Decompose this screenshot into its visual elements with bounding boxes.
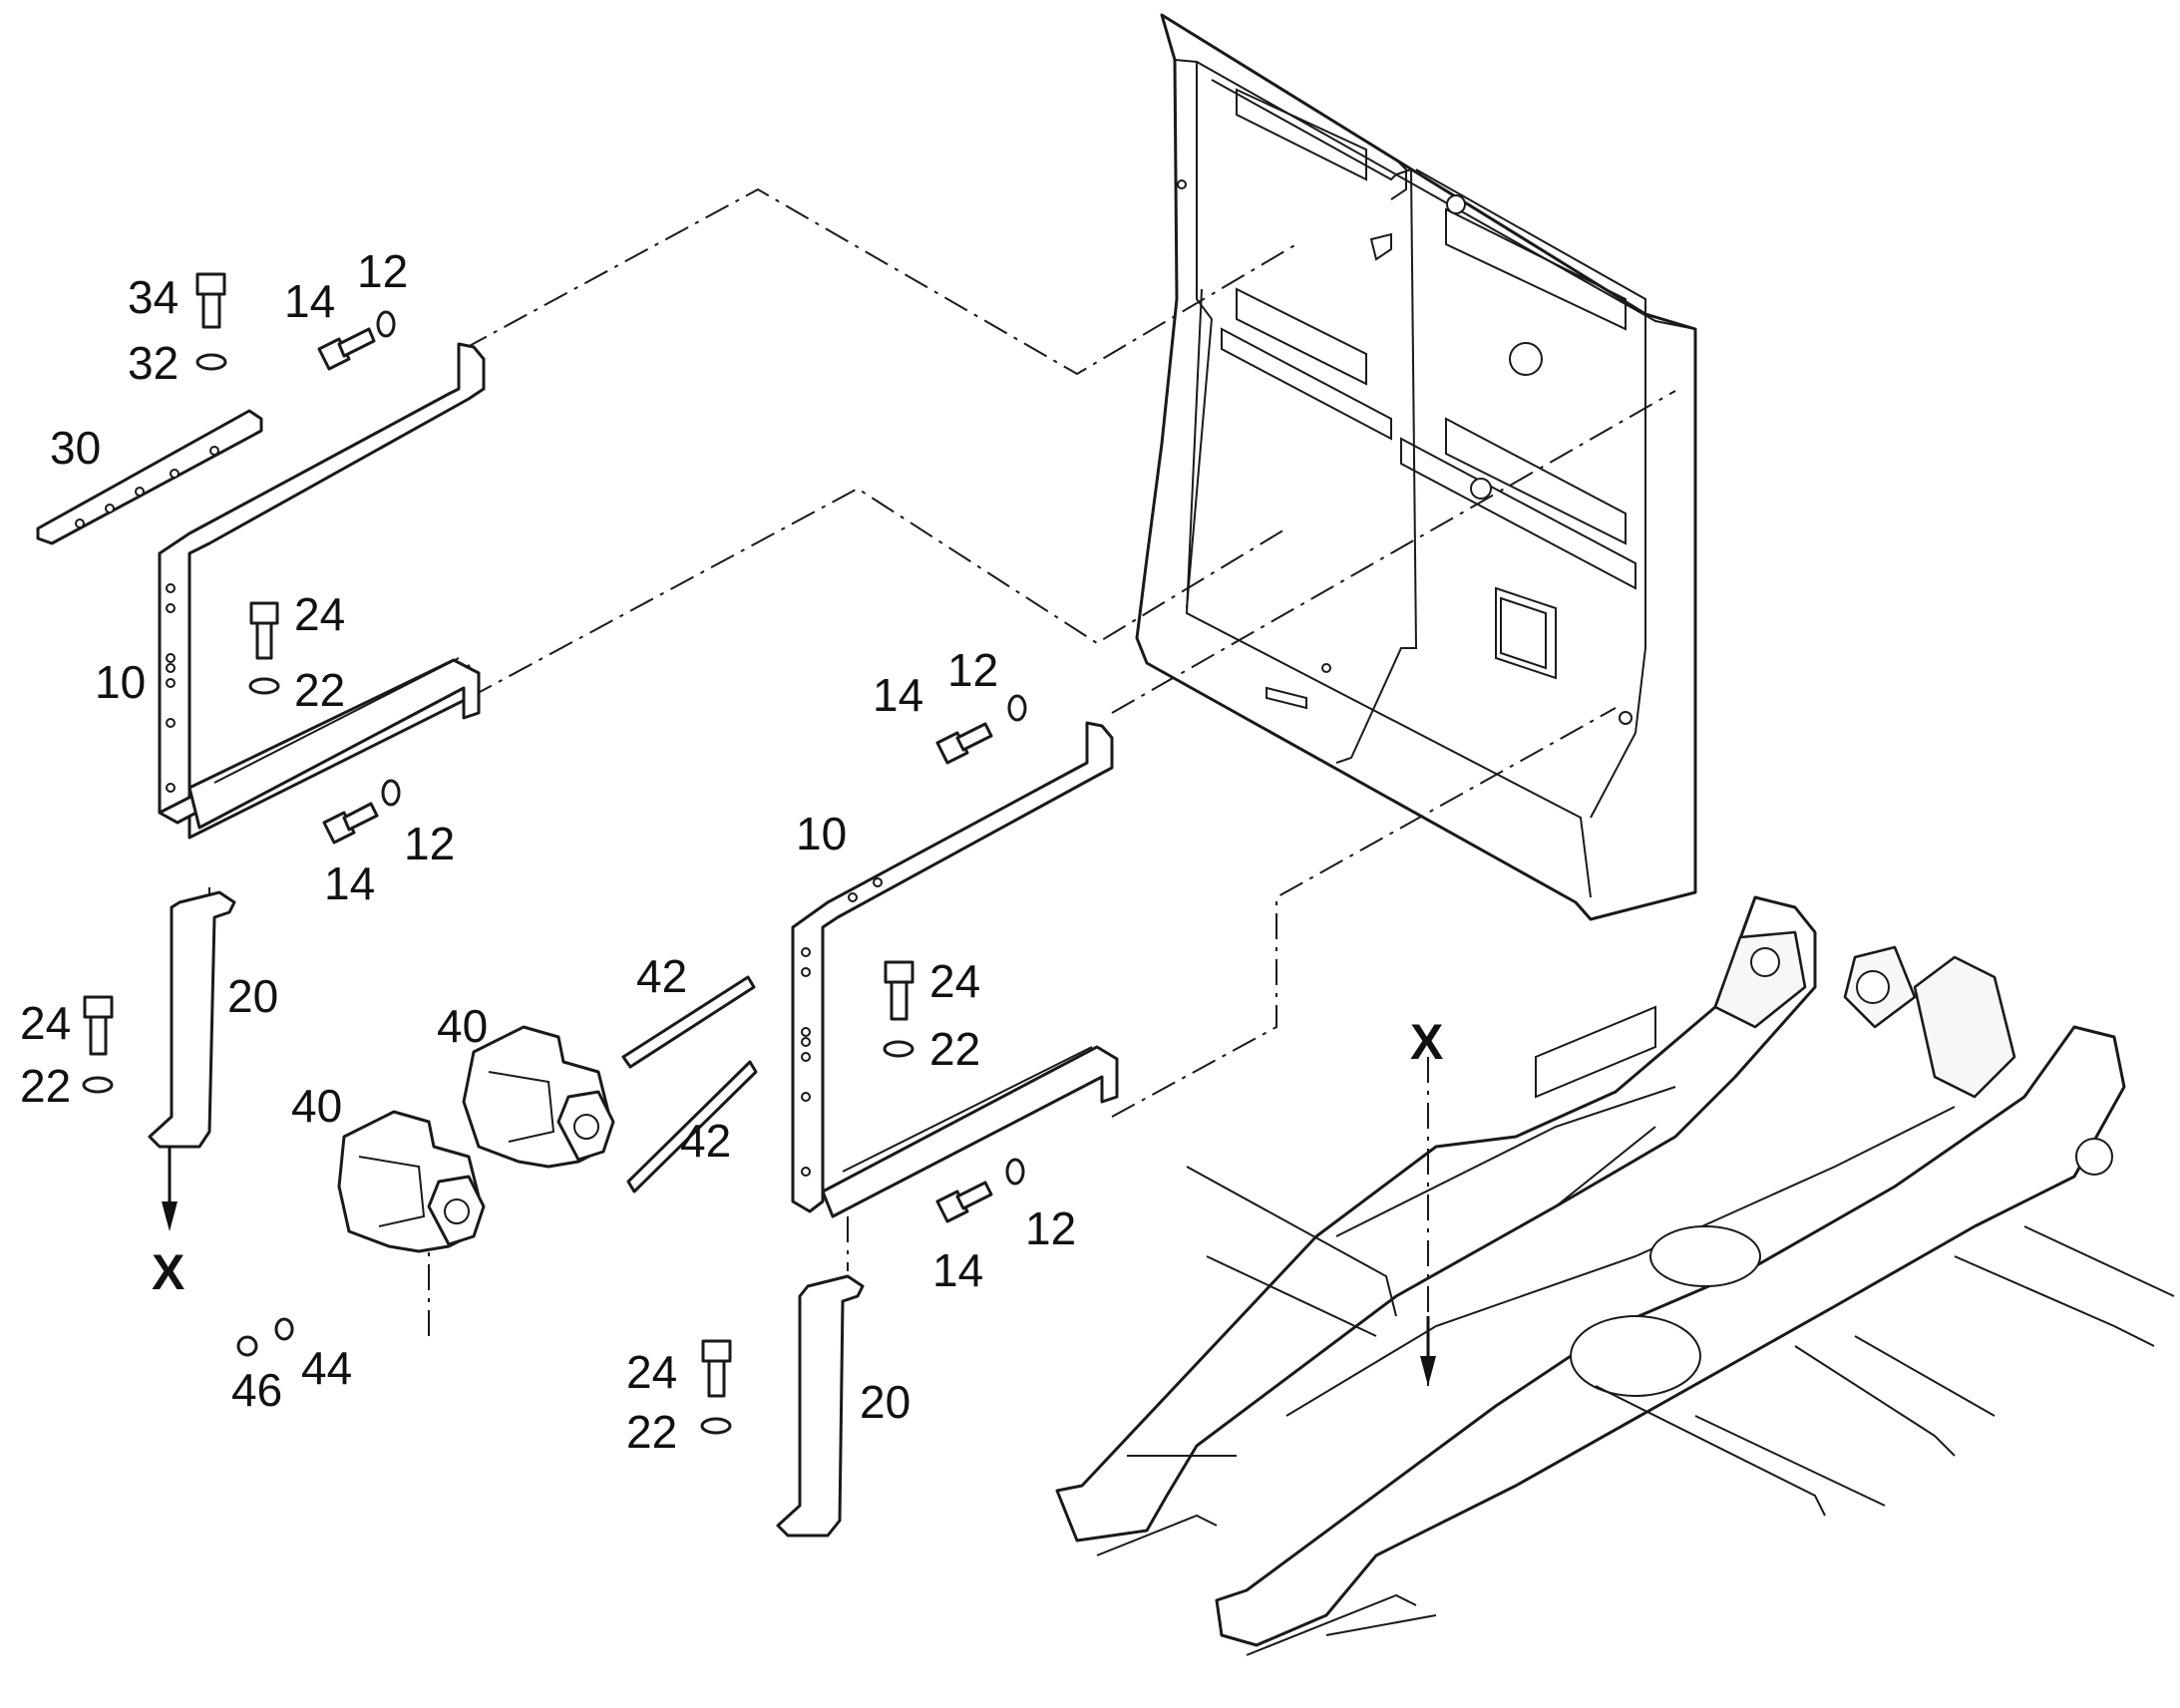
- callout-40: 40: [437, 1000, 488, 1052]
- callout-42: 42: [680, 1115, 731, 1167]
- callout-10: 10: [95, 656, 146, 708]
- plate-30: [36, 409, 263, 545]
- callout-labels: 34 32 30 14 12 10 24 22 14 12 20 24 22 X…: [20, 245, 1443, 1458]
- callout-34: 34: [128, 271, 179, 323]
- callout-32: 32: [128, 337, 179, 389]
- mount-brackets-40: [236, 975, 758, 1357]
- callout-22: 22: [929, 1023, 980, 1075]
- callout-24: 24: [294, 588, 345, 640]
- callout-14: 14: [873, 669, 923, 721]
- callout-12: 12: [1025, 1202, 1076, 1254]
- callout-30: 30: [50, 422, 101, 474]
- callout-42: 42: [636, 950, 687, 1002]
- callout-10: 10: [796, 808, 847, 859]
- callout-24: 24: [626, 1346, 677, 1398]
- callout-x: X: [1410, 1014, 1443, 1070]
- strap-20-left: [148, 890, 236, 1149]
- callout-12: 12: [357, 245, 408, 297]
- callout-14: 14: [284, 275, 335, 327]
- callout-24: 24: [20, 997, 71, 1049]
- callout-12: 12: [947, 644, 998, 696]
- callout-20: 20: [227, 970, 278, 1022]
- callout-20: 20: [860, 1376, 910, 1428]
- chassis-frame: [1055, 895, 2175, 1656]
- callout-22: 22: [626, 1406, 677, 1458]
- callout-44: 44: [301, 1342, 352, 1394]
- left-bracket-assembly: [36, 272, 486, 1231]
- strap-20-right: [776, 1274, 865, 1537]
- callout-40: 40: [291, 1080, 342, 1132]
- callout-46: 46: [231, 1364, 282, 1416]
- assembly-lines: [208, 187, 1676, 1386]
- counterweight-panel: [1135, 13, 1697, 921]
- callout-x: X: [152, 1244, 184, 1300]
- callout-14: 14: [324, 857, 375, 909]
- callout-12: 12: [404, 818, 455, 869]
- callout-24: 24: [929, 955, 980, 1007]
- callout-22: 22: [20, 1060, 71, 1112]
- callout-22: 22: [294, 664, 345, 716]
- bracket-10-upper: [158, 342, 486, 825]
- bracket-10-lower: [791, 721, 1114, 1213]
- callout-14: 14: [932, 1244, 983, 1296]
- right-bracket-assembly: [700, 694, 1436, 1537]
